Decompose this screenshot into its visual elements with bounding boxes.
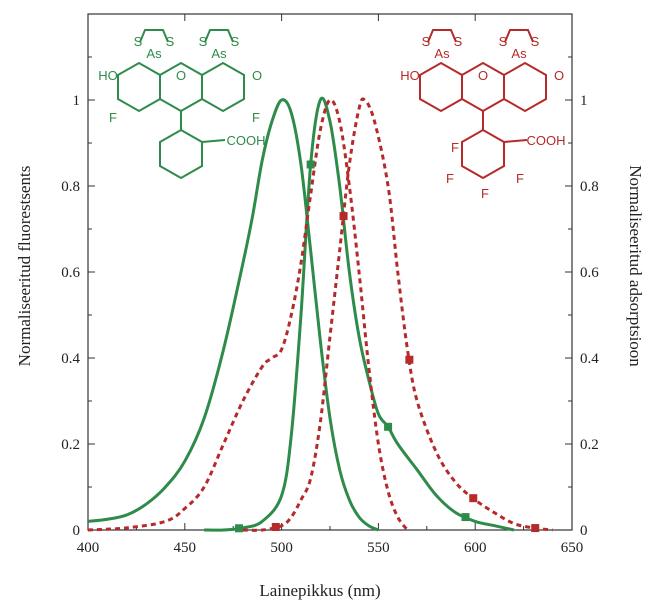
- y-tick-label-right: 0: [580, 523, 588, 539]
- series-line-2: [87, 98, 409, 532]
- molecule-atom-label: F: [516, 171, 524, 186]
- y-axis-title-left: Normaliseeritud fluorestsents: [15, 166, 34, 367]
- molecule-atom-label: O: [252, 68, 262, 83]
- series-marker: [384, 422, 393, 431]
- x-tick-label: 650: [561, 540, 584, 556]
- series-line-3: [242, 97, 553, 532]
- x-tick-label: 550: [367, 540, 390, 556]
- x-axis-title: Lainepikkus (nm): [259, 581, 380, 600]
- molecule-atom-label: As: [434, 46, 450, 61]
- molecule-left: [117, 29, 245, 180]
- molecule-atom-label: HO: [98, 68, 118, 83]
- y-tick-label-right: 0.2: [580, 437, 599, 453]
- molecule-atom-label: F: [252, 110, 260, 125]
- molecule-atom-label: F: [109, 110, 117, 125]
- series-marker: [531, 524, 540, 533]
- molecule-atom-label: O: [478, 68, 488, 83]
- molecule-atom-label: F: [481, 186, 489, 201]
- x-tick-label: 600: [464, 540, 487, 556]
- molecule-atom-label: S: [231, 34, 240, 49]
- series-line-1: [204, 96, 515, 532]
- y-tick-label-right: 0.4: [580, 351, 599, 367]
- series-lines: [87, 96, 553, 532]
- molecule-atom-label: S: [531, 34, 540, 49]
- series-line-0: [87, 98, 380, 532]
- molecule-atom-label: S: [499, 34, 508, 49]
- molecule-atom-label: As: [211, 46, 227, 61]
- y-tick-label-left: 0: [73, 523, 81, 539]
- molecule-atom-label: S: [199, 34, 208, 49]
- series-marker: [339, 212, 348, 221]
- x-tick-label: 450: [174, 540, 197, 556]
- molecule-atom-label: COOH: [527, 133, 566, 148]
- molecule-atom-label: S: [134, 34, 143, 49]
- series-marker: [405, 355, 414, 364]
- x-tick-label: 500: [270, 540, 293, 556]
- molecule-atom-label: F: [446, 171, 454, 186]
- series-marker: [306, 160, 315, 169]
- y-axis-title-right: Normaliseeritud adsorptsioon: [626, 165, 645, 367]
- y-tick-label-left: 1: [73, 93, 81, 109]
- molecule-atom-label: COOH: [227, 133, 266, 148]
- y-tick-label-right: 0.6: [580, 265, 599, 281]
- y-tick-label-left: 0.6: [61, 265, 80, 281]
- molecule-atom-label: O: [176, 68, 186, 83]
- y-tick-label-left: 0.4: [61, 351, 80, 367]
- y-tick-label-right: 0.8: [580, 179, 599, 195]
- molecule-atom-label: O: [554, 68, 564, 83]
- series-marker: [469, 494, 478, 503]
- molecule-atom-label: S: [422, 34, 431, 49]
- molecule-atom-label: F: [451, 140, 459, 155]
- molecule-atom-label: S: [454, 34, 463, 49]
- series-marker: [271, 522, 280, 531]
- x-tick-label: 400: [77, 540, 100, 556]
- molecule-atom-label: As: [511, 46, 527, 61]
- y-tick-label-right: 1: [580, 93, 588, 109]
- molecule-right: [419, 29, 547, 180]
- series-markers: [235, 160, 540, 533]
- series-marker: [461, 513, 470, 522]
- molecule-atom-label: S: [166, 34, 175, 49]
- y-tick-label-left: 0.2: [61, 437, 80, 453]
- molecule-atom-label: As: [146, 46, 162, 61]
- y-tick-label-left: 0.8: [61, 179, 80, 195]
- molecule-atom-label: HO: [400, 68, 420, 83]
- series-marker: [235, 524, 244, 533]
